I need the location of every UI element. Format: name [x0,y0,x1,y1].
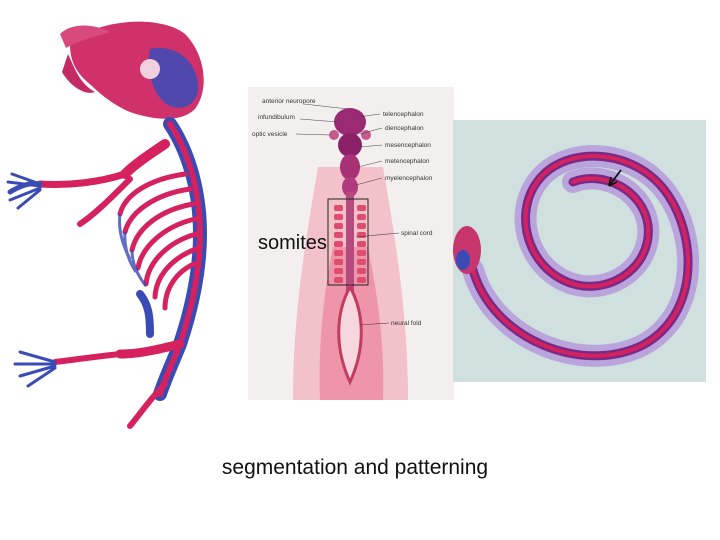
snake-spiral [462,145,700,367]
somite-blocks [334,205,366,283]
somite-highlight-box [327,198,369,286]
embryo-image: anterior neuropore infundibulum optic ve… [248,87,454,400]
label-optic-vesicle: optic vesicle [252,131,288,138]
arrow-icon [608,169,622,187]
somites-label: somites [258,232,327,254]
label-anterior-neuropore: anterior neuropore [262,98,316,105]
label-telencephalon: telencephalon [383,111,424,118]
label-infundibulum: infundibulum [258,114,295,121]
rib-cage [117,171,199,311]
hindlimb-shape [13,290,185,429]
skeleton-image [0,14,225,432]
label-metencephalon: metencephalon [385,158,430,165]
forelimb-shape [6,139,170,227]
slide-caption: segmentation and patterning [221,456,489,479]
snake-skeleton-image [453,120,706,382]
label-diencephalon: diencephalon [385,125,424,132]
spine-shape [153,117,208,401]
skull-shape [60,21,204,119]
label-neural-fold: neural fold [391,320,422,327]
snake-head [453,226,481,274]
label-mesencephalon: mesencephalon [385,142,431,149]
neural-fold-shape [337,283,363,386]
label-myelencephalon: myelencephalon [385,175,433,182]
label-spinal-cord: spinal cord [401,230,433,237]
